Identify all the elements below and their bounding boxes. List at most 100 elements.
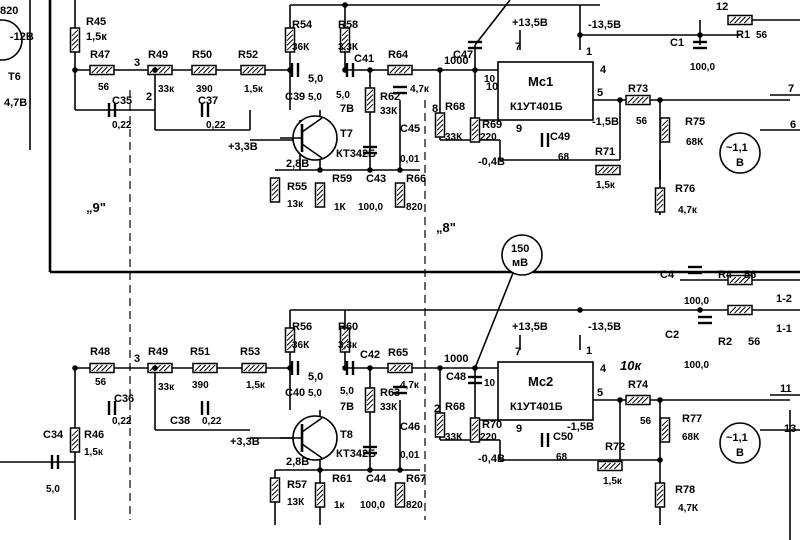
junction-dot-11	[617, 97, 623, 103]
pin-7-bottom: 7	[515, 346, 521, 358]
junction-dot-5	[437, 67, 443, 73]
capacitor-c47	[468, 40, 482, 50]
v-plus13-top: +13,5В	[512, 17, 548, 29]
junction-dot-8	[317, 167, 323, 173]
v-minus13-top: -13,5В	[588, 19, 621, 31]
r73-val: 56	[636, 116, 648, 127]
partial-820: 820	[0, 5, 18, 17]
probe-11v-bottom-circle	[719, 422, 761, 464]
resistor-r65	[387, 362, 413, 374]
r58-val: 3,3К	[338, 42, 359, 53]
transistor-t7	[280, 115, 338, 161]
pin-9-top: 9	[516, 123, 522, 135]
pin-1-bottom: 1	[586, 345, 592, 357]
marker-8: „8"	[436, 220, 456, 235]
v-minus13-bottom: -13,5В	[588, 321, 621, 333]
capacitor-c2	[698, 315, 712, 325]
r67-ref: R67	[406, 473, 426, 485]
r2-ref: R2	[718, 336, 732, 348]
junction-dot-26	[657, 397, 663, 403]
resistor-r1	[727, 14, 753, 26]
r76-ref: R76	[675, 183, 695, 195]
edge-1-2: 1-2	[776, 293, 792, 305]
capacitor-c46	[393, 385, 407, 395]
resistor-r4	[727, 274, 753, 286]
c2-val: 100,0	[684, 360, 709, 371]
c38-val: 0,22	[202, 416, 222, 427]
r57-ref: R57	[287, 479, 307, 491]
resistor-r58	[339, 27, 351, 53]
junction-dots	[72, 2, 703, 473]
r75-ref: R75	[685, 116, 705, 128]
ic-mc2-body	[497, 361, 594, 421]
resistor-r48	[89, 362, 115, 374]
r64-val: 4,7к	[410, 84, 430, 95]
r4-ref: R4	[718, 269, 733, 281]
resistor-layer	[69, 14, 753, 508]
r46-val: 1,5к	[84, 447, 104, 458]
r54-val: 36К	[292, 42, 310, 53]
pin-4-bottom: 4	[600, 363, 607, 375]
resistor-r49	[147, 64, 173, 76]
junction-dot-28	[577, 307, 583, 313]
resistor-r67	[394, 482, 406, 508]
c39-val: 5,0	[308, 92, 322, 103]
r51-ref: R51	[190, 346, 210, 358]
r50-val: 390	[196, 84, 213, 95]
c42-val: 5,0	[340, 386, 354, 397]
edge-1-1: 1-1	[776, 323, 792, 335]
r66-val: 820	[406, 202, 423, 213]
pin-9-bottom: 9	[516, 423, 522, 435]
c1-ref: C1	[670, 37, 684, 49]
probe-150-unit: мВ	[512, 257, 528, 269]
resistor-r54	[284, 27, 296, 53]
r60-ref: R60	[338, 321, 358, 333]
junction-dot-18	[342, 365, 348, 371]
v-12-left: -12В	[10, 31, 34, 43]
junction-dot-27	[657, 457, 663, 463]
r53-val: 1,5к	[246, 380, 266, 391]
v-5-top: 5,0	[308, 73, 323, 85]
r45-ref: R45	[86, 16, 106, 28]
c49-val: 68	[558, 152, 570, 163]
r64-ref: R64	[388, 49, 409, 61]
resistor-r60	[339, 327, 351, 353]
pin-10-top: 10	[486, 81, 498, 93]
v-7-bottom: 7В	[340, 401, 354, 413]
r57-val: 13К	[287, 497, 305, 508]
r70-ref: R70	[482, 419, 502, 431]
v-2v8-bottom: 2,8В	[286, 456, 309, 468]
junction-dot-21	[472, 365, 478, 371]
junction-dot-6	[472, 67, 478, 73]
transistor-t8	[280, 415, 338, 461]
pin-4-top: 4	[600, 64, 607, 76]
r58-ref: R58	[338, 19, 358, 31]
junction-dot-13	[697, 32, 703, 38]
resistor-r76	[654, 187, 666, 213]
resistor-r56	[284, 327, 296, 353]
r59-val: 1К	[334, 202, 347, 213]
c4-val: 100,0	[684, 296, 709, 307]
c48-ref: C48	[446, 371, 466, 383]
probe-11a-value: ~1,1	[726, 142, 748, 154]
pin-3-bottom: 3	[134, 353, 140, 365]
resistor-r46	[69, 427, 81, 453]
resistor-r68	[434, 112, 446, 138]
v-1000-top: 1000	[444, 55, 468, 67]
v-plus13-bottom: +13,5В	[512, 321, 548, 333]
t7-ref: T7	[340, 128, 353, 140]
t8-ref: T8	[340, 429, 353, 441]
junction-dot-12	[657, 97, 663, 103]
v-3v3-bottom: +3,3В	[230, 436, 260, 448]
r66-ref: R66	[406, 173, 426, 185]
r54-ref: R54	[292, 19, 313, 31]
capacitor-c48	[468, 375, 482, 385]
probe-150-value: 150	[511, 243, 529, 255]
resistor-r47	[89, 64, 115, 76]
resistor-r53	[241, 362, 267, 374]
c38-ref: C38	[170, 415, 190, 427]
r65-val: 4,7к	[400, 380, 420, 391]
junction-dot-3	[342, 67, 348, 73]
r2-val: 56	[748, 336, 760, 348]
